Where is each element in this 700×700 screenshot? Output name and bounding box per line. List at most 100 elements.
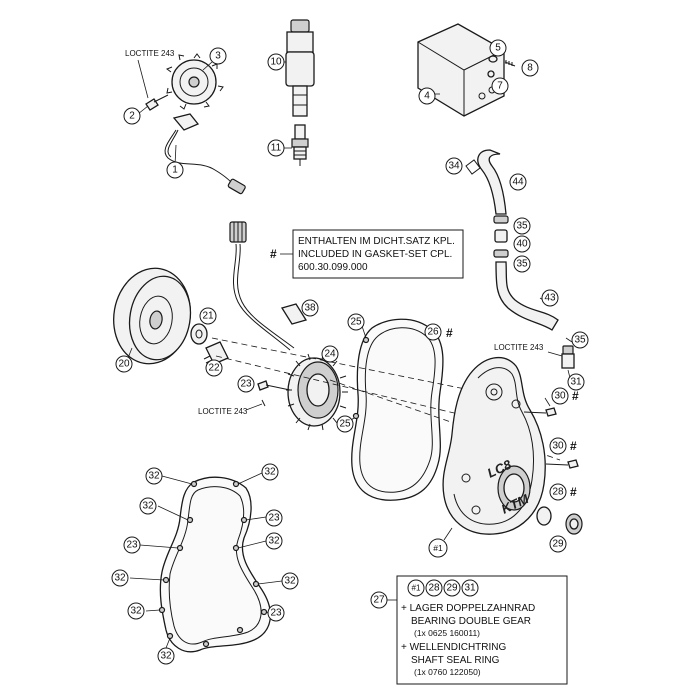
svg-text:#1: #1 — [433, 543, 443, 553]
bearing-note-line4: + WELLENDICHTRING — [401, 642, 507, 653]
svg-text:32: 32 — [148, 471, 160, 482]
callout-40: 40 — [513, 235, 531, 253]
svg-text:22: 22 — [208, 363, 220, 374]
svg-text:26: 26 — [427, 327, 439, 338]
voltage-regulator — [417, 23, 505, 117]
callout-5: 5 — [489, 39, 507, 57]
svg-text:32: 32 — [264, 467, 276, 478]
bolt-8 — [504, 60, 516, 67]
callout-43: 43 — [541, 289, 559, 307]
ignition-coil-assembly — [280, 19, 315, 166]
voltage-regulator-assembly — [417, 23, 516, 117]
washer-5 — [488, 55, 498, 63]
svg-text:29: 29 — [552, 539, 564, 550]
gasket-note-hash: # — [270, 247, 277, 261]
svg-text:35: 35 — [516, 259, 528, 270]
cover-bolt-30a — [523, 397, 557, 417]
callout-28: 28 — [549, 483, 567, 501]
svg-text:5: 5 — [495, 43, 501, 54]
callout-1: 1 — [166, 161, 184, 179]
svg-text:44: 44 — [512, 177, 524, 188]
gasket-set-note: # ENTHALTEN IM DICHT.SATZ KPL. INCLUDED … — [270, 229, 464, 279]
svg-text:29: 29 — [446, 583, 458, 594]
washer-21 — [190, 323, 208, 345]
spark-plug — [291, 124, 309, 166]
callout-29: 29 — [549, 535, 567, 553]
gasket-callout-23-c: 23 — [267, 604, 285, 622]
callout-30-bottom-hash: # — [570, 439, 577, 453]
ignition-cover: LC8 KTM — [442, 356, 546, 541]
svg-text:32: 32 — [114, 573, 126, 584]
stator — [286, 353, 348, 431]
svg-text:32: 32 — [268, 536, 280, 547]
ignition-coil — [285, 19, 315, 117]
flywheel-bolt-22 — [203, 341, 229, 365]
bearing-note-box — [396, 575, 568, 685]
svg-text:30: 30 — [552, 441, 564, 452]
hose-fitting-31 — [561, 345, 575, 369]
gasket-callout-32-f: 32 — [281, 572, 299, 590]
svg-text:23: 23 — [268, 513, 280, 524]
bearing-note-line6: (1x 0760 122050) — [414, 667, 481, 677]
stator-wiring — [229, 221, 295, 351]
svg-text:35: 35 — [516, 221, 528, 232]
callout-10: 10 — [267, 53, 285, 71]
svg-text:25: 25 — [339, 419, 351, 430]
callout-24: 24 — [321, 345, 339, 363]
svg-text:21: 21 — [202, 311, 214, 322]
callout-35-mid: 35 — [513, 255, 531, 273]
svg-text:10: 10 — [270, 57, 282, 68]
callout-8: 8 — [521, 59, 539, 77]
pickup-sensor — [164, 113, 246, 195]
svg-text:1: 1 — [172, 165, 178, 176]
svg-text:40: 40 — [516, 239, 528, 250]
svg-text:28: 28 — [428, 583, 440, 594]
gasket-note-line1: ENTHALTEN IM DICHT.SATZ KPL. — [298, 236, 455, 247]
gasket-note-box — [292, 229, 464, 279]
callout-35-top: 35 — [513, 217, 531, 235]
svg-text:28: 28 — [552, 487, 564, 498]
bearing-note-line2: BEARING DOUBLE GEAR — [411, 616, 531, 627]
gasket-callout-32-e: 32 — [111, 569, 129, 587]
svg-text:32: 32 — [130, 606, 142, 617]
callout-34: 34 — [445, 157, 463, 175]
callout-22: 22 — [205, 359, 223, 377]
callout-7: 7 — [491, 77, 509, 95]
svg-text:4: 4 — [424, 91, 430, 102]
gasket-callout-23-a: 23 — [265, 509, 283, 527]
callout-44: 44 — [509, 173, 527, 191]
gasket-note-line3: 600.30.099.000 — [298, 262, 368, 273]
gasket-callout-32-a: 32 — [145, 467, 163, 485]
crankcase-gasket — [129, 472, 283, 653]
svg-text:31: 31 — [464, 583, 476, 594]
plug-29 — [565, 513, 583, 535]
callout-3: 3 — [209, 47, 227, 65]
callout-35-low: 35 — [571, 331, 589, 349]
callout-1-cover: #1 — [428, 538, 448, 558]
bearing-note-part-29: 29 — [443, 579, 461, 597]
svg-text:#1: #1 — [412, 584, 421, 593]
gasket-callout-32-c: 32 — [139, 497, 157, 515]
callout-21: 21 — [199, 307, 217, 325]
svg-text:23: 23 — [270, 608, 282, 619]
callout-28-hash: # — [570, 485, 577, 499]
callout-31: 31 — [567, 373, 585, 391]
callout-25-top: 25 — [347, 313, 365, 331]
loctite-label-left: LOCTITE 243 — [198, 407, 248, 416]
loctite-label-top: LOCTITE 243 — [125, 49, 175, 58]
bearing-note-part-31: 31 — [461, 579, 479, 597]
gasket-callout-23-b: 23 — [123, 536, 141, 554]
svg-text:27: 27 — [373, 595, 385, 606]
gasket-callout-32-g: 32 — [127, 602, 145, 620]
nut-7 — [487, 70, 495, 78]
svg-text:25: 25 — [350, 317, 362, 328]
gasket-note-line2: INCLUDED IN GASKET-SET CPL. — [298, 249, 452, 260]
svg-text:7: 7 — [497, 81, 503, 92]
svg-text:3: 3 — [215, 51, 221, 62]
callout-38: 38 — [301, 299, 319, 317]
bearing-note-part-28: 28 — [425, 579, 443, 597]
svg-text:11: 11 — [271, 143, 282, 154]
callout-26: 26 — [424, 323, 442, 341]
callout-23: 23 — [237, 375, 255, 393]
